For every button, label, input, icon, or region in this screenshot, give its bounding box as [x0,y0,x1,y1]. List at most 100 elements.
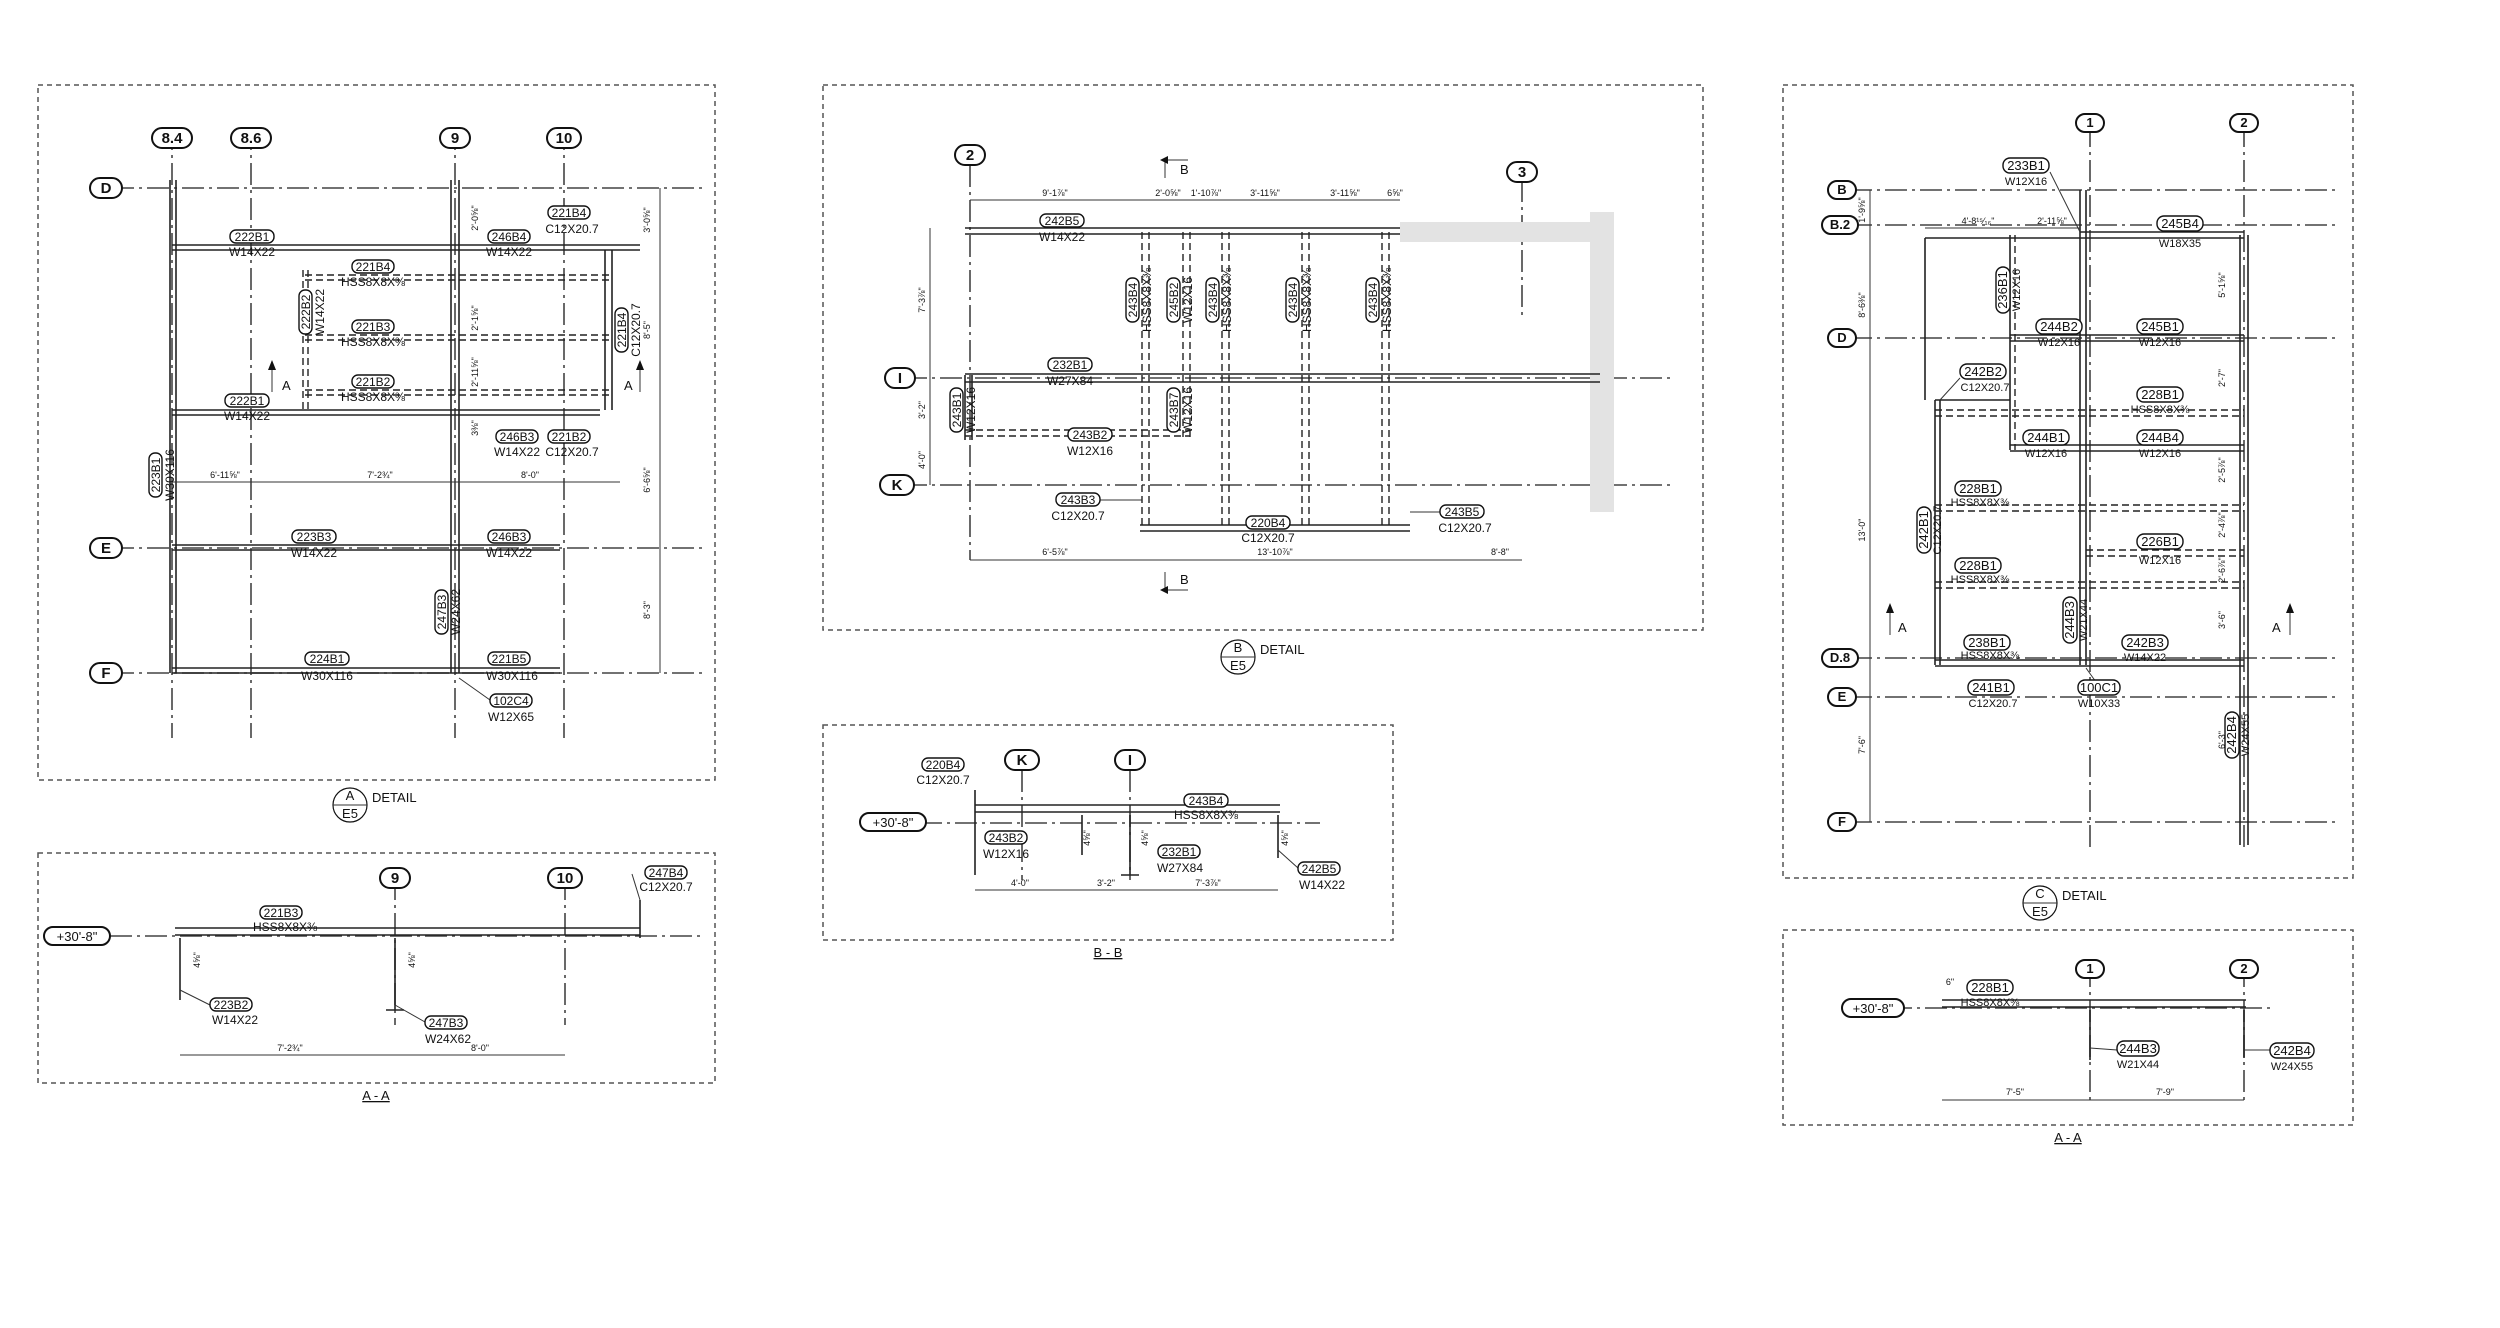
grid-bubble-col: K [1004,749,1040,771]
svg-text:C: C [2035,886,2044,901]
svg-text:228B1: 228B1 [2141,387,2179,402]
svg-text:220B4: 220B4 [926,758,961,772]
member-tag: 243B2 W12X16 [1067,427,1113,458]
svg-text:2: 2 [2240,961,2247,976]
grid-bubble-col: 8.4 [151,127,193,149]
svg-text:4'-0": 4'-0" [1011,878,1029,888]
grid-bubble-row: K [879,474,915,496]
svg-text:5'-1⅝": 5'-1⅝" [2217,272,2227,297]
svg-text:C12X20.7: C12X20.7 [916,773,970,787]
svg-text:6'-3": 6'-3" [2217,731,2227,749]
member-tag: 244B3 W21X44 [2089,1040,2160,1071]
section-label: A - A [2054,1130,2082,1145]
svg-text:243B4: 243B4 [1126,282,1140,317]
svg-text:HSS8X8X⅜: HSS8X8X⅜ [1961,997,2021,1009]
member-tag: 221B2 HSS8X8X⅜ [341,374,406,404]
section-arrow: A [268,360,291,393]
svg-text:3'-0⅝": 3'-0⅝" [642,207,652,232]
member-tag: 242B5 W14X22 [1277,849,1345,892]
svg-text:4⅝": 4⅝" [1140,830,1150,846]
svg-text:4⅝": 4⅝" [192,952,202,968]
svg-text:244B3: 244B3 [2062,601,2077,639]
svg-text:B: B [1180,572,1189,587]
detail-title: C E5 DETAIL [2022,885,2107,921]
section-bb: K I +30'-8" 4'-0" 3'-2" 7'-3⅞" 4⅝" 4⅝" 4… [822,724,1394,941]
member-tag: 245B1 W12X16 [2136,318,2184,349]
grid-bubble-row: B [1827,180,1857,200]
detail-a: 8.4 8.6 9 10 D E F [37,84,716,781]
svg-text:222B1: 222B1 [230,394,265,408]
member-tag: 243B5 C12X20.7 [1410,504,1492,535]
member-tag-vertical: 245B2 W12X16 [1166,277,1195,323]
svg-text:221B3: 221B3 [264,906,299,920]
svg-text:D: D [1837,330,1846,345]
svg-text:222B2: 222B2 [299,294,313,329]
grid-bubble-row: I [884,367,916,389]
member-tag-vertical: 243B7 W12X16 [1166,387,1195,433]
svg-text:8'-0": 8'-0" [521,470,539,480]
member-tag: 102C4 W12X65 [458,677,534,724]
svg-text:6'-6⅝": 6'-6⅝" [642,467,652,492]
grid-bubble-row: F [89,662,123,684]
member-tag: 226B1 W12X16 [2136,533,2184,567]
svg-text:W12X16: W12X16 [2139,337,2181,349]
svg-text:W10X33: W10X33 [2078,698,2120,710]
svg-text:244B2: 244B2 [2040,319,2078,334]
svg-text:HSS8X8X⅜: HSS8X8X⅜ [341,390,406,404]
svg-text:7'-5": 7'-5" [2006,1087,2024,1097]
member-tag: 232B1 W27X84 [1157,844,1203,875]
member-tag-vertical: 236B1 W12X16 [1995,266,2023,314]
svg-text:245B4: 245B4 [2161,216,2199,231]
svg-text:243B4: 243B4 [1189,794,1224,808]
section-arrow: A [1886,603,1907,635]
member-tag: 242B5 W14X22 [1039,213,1085,244]
svg-text:242B5: 242B5 [1302,862,1337,876]
svg-text:226B1: 226B1 [2141,534,2179,549]
svg-text:3⅜": 3⅜" [470,420,480,436]
detail-c: 1 2 B B.2 D D.8 E F [1782,84,2354,879]
svg-text:W12X16: W12X16 [2025,448,2067,460]
svg-text:E: E [101,540,111,557]
svg-text:HSS8X8X⅜: HSS8X8X⅜ [1380,267,1394,332]
member-tag-vertical: 243B4 HSS8X8X⅜ [1285,267,1314,332]
svg-text:+30'-8": +30'-8" [57,929,98,944]
grid-bubble-col: 9 [439,127,471,149]
grid-bubble-row: E [1827,687,1857,707]
svg-text:W14X22: W14X22 [1039,230,1085,244]
svg-text:221B2: 221B2 [552,430,587,444]
svg-text:HSS8X8X⅜: HSS8X8X⅜ [1174,808,1239,822]
svg-text:233B1: 233B1 [2007,158,2045,173]
svg-text:W12X65: W12X65 [488,710,534,724]
svg-text:242B3: 242B3 [2126,635,2164,650]
svg-text:HSS8X8X⅜: HSS8X8X⅜ [1220,267,1234,332]
member-tag: 228B1 HSS8X8X⅜ [1951,480,2010,509]
member-tag: 246B4 W14X22 [486,229,532,259]
svg-text:246B3: 246B3 [500,430,535,444]
svg-text:HSS8X8X⅜: HSS8X8X⅜ [1140,267,1154,332]
section-arrow: A [624,360,644,393]
member-tag: 228B1 HSS8X8X⅜ [1961,979,2021,1009]
svg-text:228B1: 228B1 [1959,481,1997,496]
member-tag: 246B3 W14X22 [486,529,532,560]
svg-text:8.6: 8.6 [241,130,262,147]
member-tag: 221B2 C12X20.7 [545,429,599,459]
svg-text:W14X22: W14X22 [494,445,540,459]
svg-text:W12X16: W12X16 [1181,387,1195,433]
svg-text:228B1: 228B1 [1971,980,2009,995]
svg-text:W14X22: W14X22 [1299,878,1345,892]
svg-text:I: I [898,370,902,387]
member-tag: 243B2 W12X16 [983,830,1029,861]
svg-text:4⅝": 4⅝" [407,952,417,968]
svg-text:C12X20.7: C12X20.7 [1051,509,1105,523]
detail-title: B E5 DETAIL [1220,639,1305,675]
svg-text:W12X16: W12X16 [1067,444,1113,458]
svg-text:6'-11⅝": 6'-11⅝" [210,470,240,480]
member-tag-vertical: 223B1 W30X116 [148,449,177,501]
elevation-marker: +30'-8" [43,926,111,946]
section-aa-left: 9 10 +30'-8" 7'-2¾" 8'-0" 4⅝" 4⅝" 221B3 … [37,852,716,1084]
svg-text:W24X62: W24X62 [449,589,463,635]
svg-text:7'-6": 7'-6" [1857,736,1867,754]
svg-text:F: F [101,665,110,682]
member-tag: 220B4 C12X20.7 [1241,515,1295,545]
svg-text:221B4: 221B4 [552,206,587,220]
